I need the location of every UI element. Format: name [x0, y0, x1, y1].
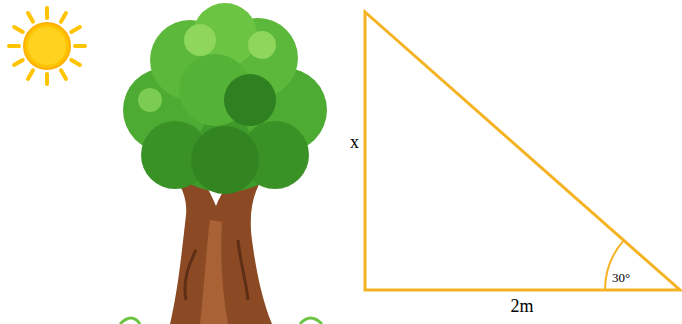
sun-ray	[71, 27, 80, 32]
sun-ray	[61, 13, 66, 22]
sun-ray	[61, 70, 66, 79]
tree-picture	[120, 3, 327, 324]
right-triangle	[365, 12, 680, 290]
dimension-label: 2m	[510, 297, 533, 317]
sun-ray	[75, 44, 85, 48]
sun-ray	[9, 44, 19, 48]
sun-ray	[71, 60, 80, 65]
sun-ray	[14, 60, 23, 65]
sun-icon	[9, 8, 85, 84]
angle-label: 30°	[612, 271, 630, 285]
sun-ray	[45, 74, 49, 84]
sun-ray	[28, 70, 33, 79]
sun-ray	[28, 13, 33, 22]
sun-ray	[14, 27, 23, 32]
sun-ray	[45, 8, 49, 18]
side-label: x	[350, 133, 359, 153]
